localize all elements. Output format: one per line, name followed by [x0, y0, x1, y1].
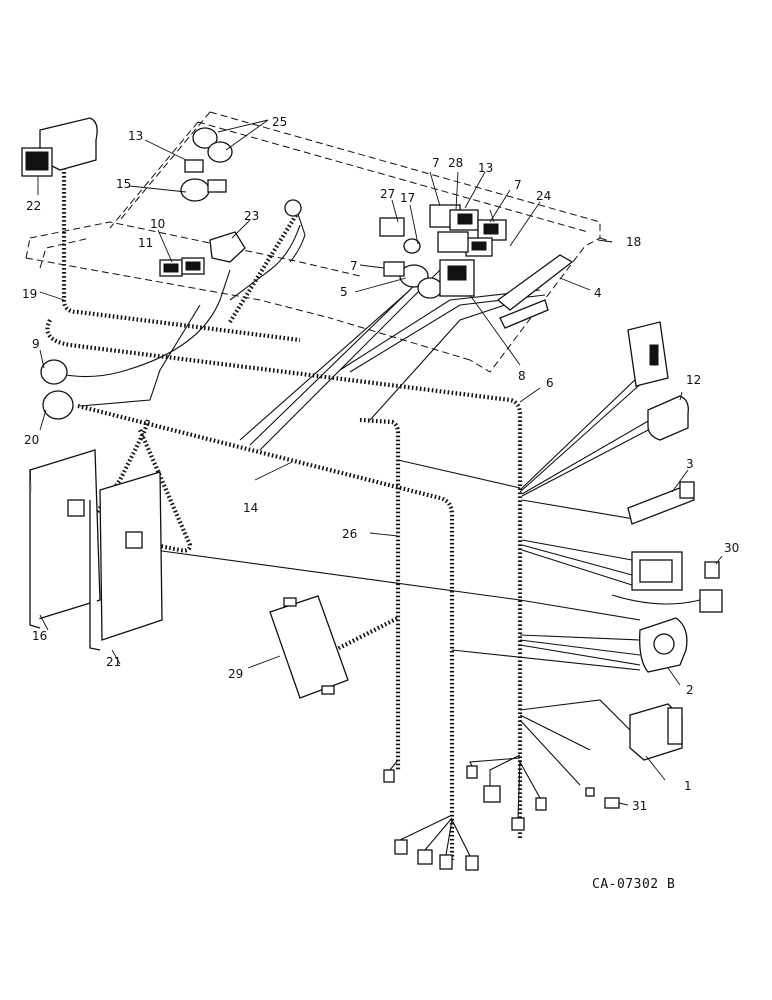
callout-7b: 7: [514, 178, 522, 192]
callout-2: 2: [686, 683, 694, 697]
harness-runs: [45, 168, 523, 860]
components: [21, 117, 723, 871]
callout-22: 22: [26, 199, 41, 213]
callout-9: 9: [32, 337, 40, 351]
callout-3: 3: [686, 457, 694, 471]
connector-10-11: [159, 257, 205, 277]
callout-30: 30: [724, 541, 739, 555]
module-21: [89, 471, 163, 651]
part-2: [639, 617, 688, 673]
callout-23: 23: [244, 209, 259, 223]
callout-19: 19: [22, 287, 37, 301]
callout-7c: 7: [350, 259, 358, 273]
callout-4: 4: [594, 286, 602, 300]
callout-1: 1: [684, 779, 692, 793]
callout-14: 14: [243, 501, 258, 515]
callout-6: 6: [546, 376, 554, 390]
bracket: [627, 321, 669, 387]
bottom-connectors: [383, 754, 595, 871]
callout-26: 26: [342, 527, 357, 541]
connector-block: [631, 551, 723, 613]
leader-lines: [37, 119, 723, 806]
part-29: [269, 595, 349, 699]
middle-cluster: [379, 217, 443, 299]
callout-28: 28: [448, 156, 463, 170]
part-3: [627, 481, 695, 525]
console-outline: [25, 111, 613, 373]
callout-5: 5: [340, 285, 348, 299]
drawing-code: CA-07302 B: [592, 877, 675, 892]
callout-13a: 13: [128, 129, 143, 143]
part-30: [704, 561, 720, 579]
callout-15: 15: [116, 177, 131, 191]
callout-8: 8: [518, 369, 526, 383]
callout-25: 25: [272, 115, 287, 129]
knob-part: [284, 199, 302, 217]
callout-11: 11: [138, 236, 153, 250]
terminal-strip-4: [496, 254, 574, 329]
part-20: [42, 390, 74, 420]
callout-24: 24: [536, 189, 551, 203]
module-16: [29, 449, 101, 629]
callout-17: 17: [400, 191, 415, 205]
callout-31: 31: [632, 799, 647, 813]
callout-13b: 13: [478, 161, 493, 175]
connector-23: [209, 231, 246, 263]
callout-21: 21: [106, 655, 121, 669]
callout-12: 12: [686, 373, 701, 387]
callout-16: 16: [32, 629, 47, 643]
callout-7a: 7: [432, 156, 440, 170]
wires: [59, 204, 701, 786]
callout-27: 27: [380, 187, 395, 201]
part-1: [629, 703, 683, 761]
switch-cluster-upper: [180, 127, 233, 202]
callout-10: 10: [150, 217, 165, 231]
callout-18: 18: [626, 235, 641, 249]
part-9: [40, 359, 68, 385]
callouts: 1 2 3 4 5 6 7 7 7 8 9 10 11 12 13 13 14 …: [22, 115, 739, 813]
switch-cluster-right: [429, 204, 507, 297]
part-31: [604, 797, 620, 809]
connector-22: [21, 117, 98, 177]
callout-20: 20: [24, 433, 39, 447]
callout-29: 29: [228, 667, 243, 681]
part-12: [647, 395, 689, 441]
